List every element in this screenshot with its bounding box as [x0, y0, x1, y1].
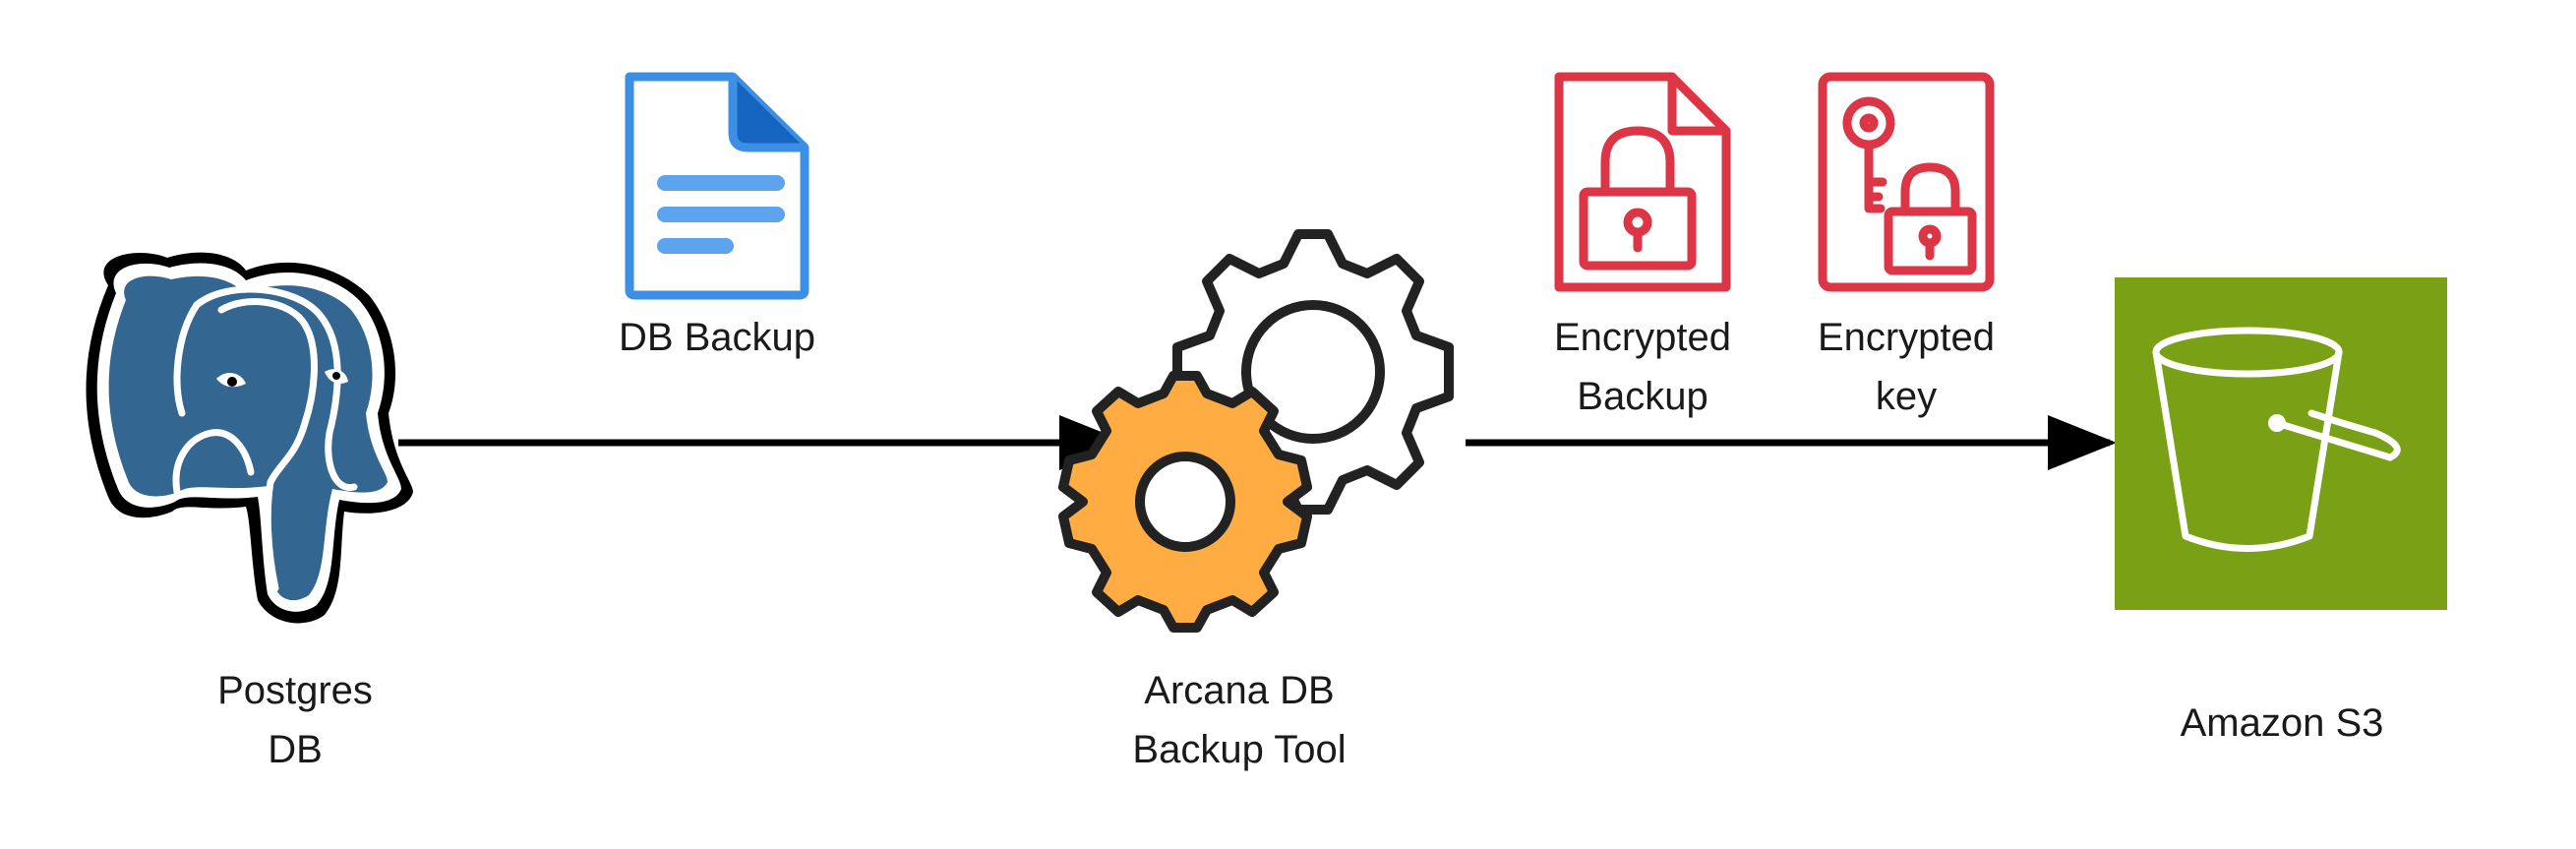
encrypted-key-label-line2: key — [1875, 375, 1938, 418]
gear-icon — [1058, 229, 1454, 633]
postgres-label-line2: DB — [268, 728, 323, 771]
db-backup-label-line1: DB Backup — [618, 316, 816, 359]
encrypted-key-label-line1: Encrypted — [1817, 316, 1996, 359]
key-lock-icon — [1818, 72, 1995, 292]
s3-bucket-icon — [2115, 277, 2447, 610]
encrypted-backup-label-line1: Encrypted — [1553, 316, 1732, 359]
document-icon — [625, 72, 809, 300]
encrypted-backup-label: Encrypted Backup — [1523, 308, 1763, 426]
encrypted-key-label: Encrypted key — [1786, 308, 2026, 426]
postgres-label: Postgres DB — [177, 661, 413, 779]
s3-label-line1: Amazon S3 — [2180, 701, 2384, 745]
postgres-elephant-icon — [86, 252, 413, 624]
encrypted-backup-label-line2: Backup — [1577, 375, 1708, 418]
s3-label: Amazon S3 — [2134, 694, 2429, 753]
locked-file-icon — [1554, 72, 1731, 292]
tool-label: Arcana DB Backup Tool — [1092, 661, 1387, 779]
tool-label-line1: Arcana DB — [1144, 669, 1335, 712]
postgres-label-line1: Postgres — [217, 669, 373, 712]
tool-label-line2: Backup Tool — [1132, 728, 1347, 771]
db-backup-label: DB Backup — [589, 308, 845, 367]
